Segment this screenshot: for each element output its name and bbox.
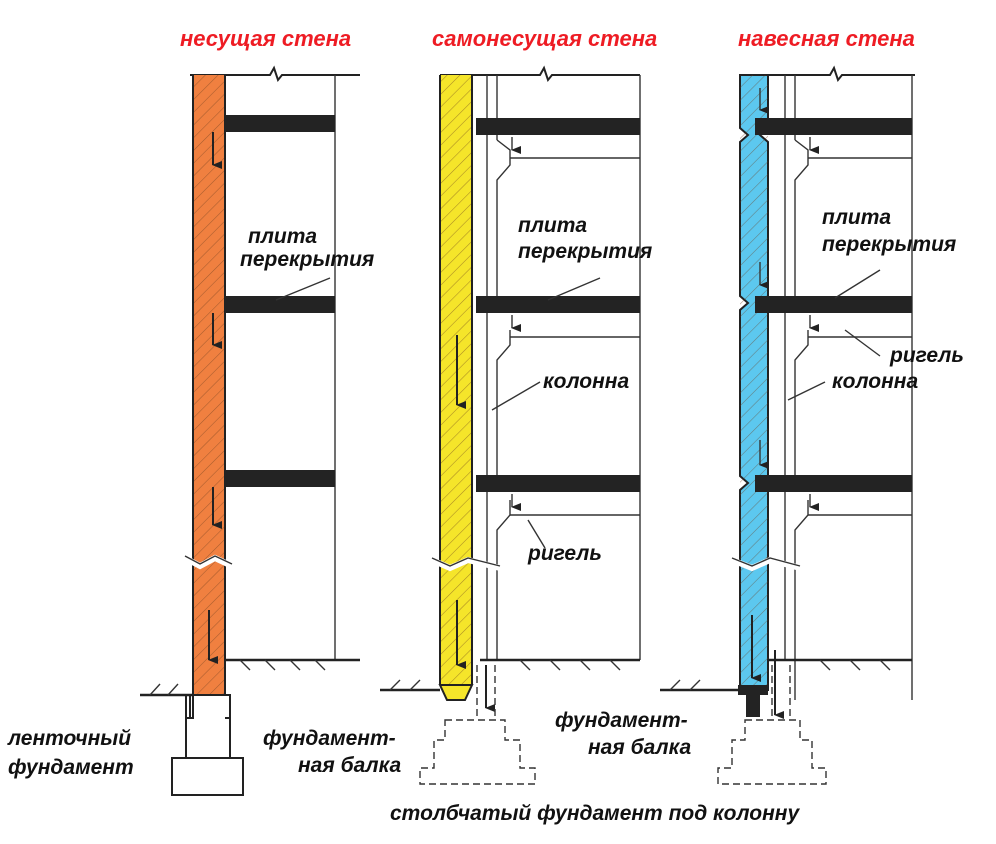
label-slab-2: плита bbox=[518, 214, 587, 237]
heading-load-bearing: несущая стена bbox=[180, 26, 351, 51]
wall-hatching bbox=[740, 75, 768, 690]
label-girder-2: ригель bbox=[527, 542, 602, 565]
floor-slab bbox=[755, 296, 912, 313]
floor-slab bbox=[755, 475, 912, 492]
break-mark bbox=[184, 555, 233, 565]
column-footing-dashed bbox=[717, 719, 827, 785]
label-slab-1b: перекрытия bbox=[240, 248, 374, 271]
heading-self-supporting: самонесущая стена bbox=[432, 26, 657, 51]
floor-slab bbox=[476, 296, 640, 313]
floor-slab bbox=[225, 470, 335, 487]
floor-slab bbox=[225, 296, 335, 313]
floor-slab bbox=[755, 118, 912, 135]
column-profile bbox=[794, 139, 809, 700]
label-column-3: колонна bbox=[832, 370, 918, 393]
break-mark bbox=[431, 557, 501, 567]
wall-hatching bbox=[193, 75, 225, 695]
label-girder-3: ригель bbox=[889, 344, 964, 367]
top-break-line bbox=[440, 65, 640, 83]
label-foundation-beam-2: фундамент- bbox=[263, 727, 396, 750]
heading-curtain: навесная стена bbox=[738, 26, 915, 51]
floor-slab bbox=[225, 115, 335, 132]
panel-curtain bbox=[660, 65, 915, 785]
label-strip-foundation: ленточный bbox=[7, 727, 131, 750]
foundation-beam bbox=[738, 685, 768, 695]
panel-self-supporting bbox=[380, 65, 641, 785]
floor-slab bbox=[476, 118, 640, 135]
strip-foundation bbox=[171, 695, 244, 796]
label-slab-2b: перекрытия bbox=[518, 240, 652, 263]
floor-slab bbox=[476, 475, 640, 492]
label-slab-1: плита bbox=[248, 225, 317, 248]
panel-load-bearing bbox=[140, 65, 360, 796]
label-column-footing: столбчатый фундамент под колонну bbox=[390, 802, 800, 825]
label-foundation-beam-3b: ная балка bbox=[588, 736, 691, 759]
leader-lines bbox=[275, 269, 881, 549]
break-mark bbox=[731, 557, 801, 567]
label-column-2: колонна bbox=[543, 370, 629, 393]
top-break-line bbox=[740, 65, 915, 83]
label-slab-3: плита bbox=[822, 206, 891, 229]
label-slab-3b: перекрытия bbox=[822, 233, 956, 256]
top-break-line bbox=[190, 65, 360, 83]
label-foundation-beam-2b: ная балка bbox=[298, 754, 401, 777]
label-foundation-beam-3: фундамент- bbox=[555, 709, 688, 732]
column-footing-dashed bbox=[419, 719, 536, 785]
label-strip-foundation-b: фундамент bbox=[8, 756, 134, 779]
